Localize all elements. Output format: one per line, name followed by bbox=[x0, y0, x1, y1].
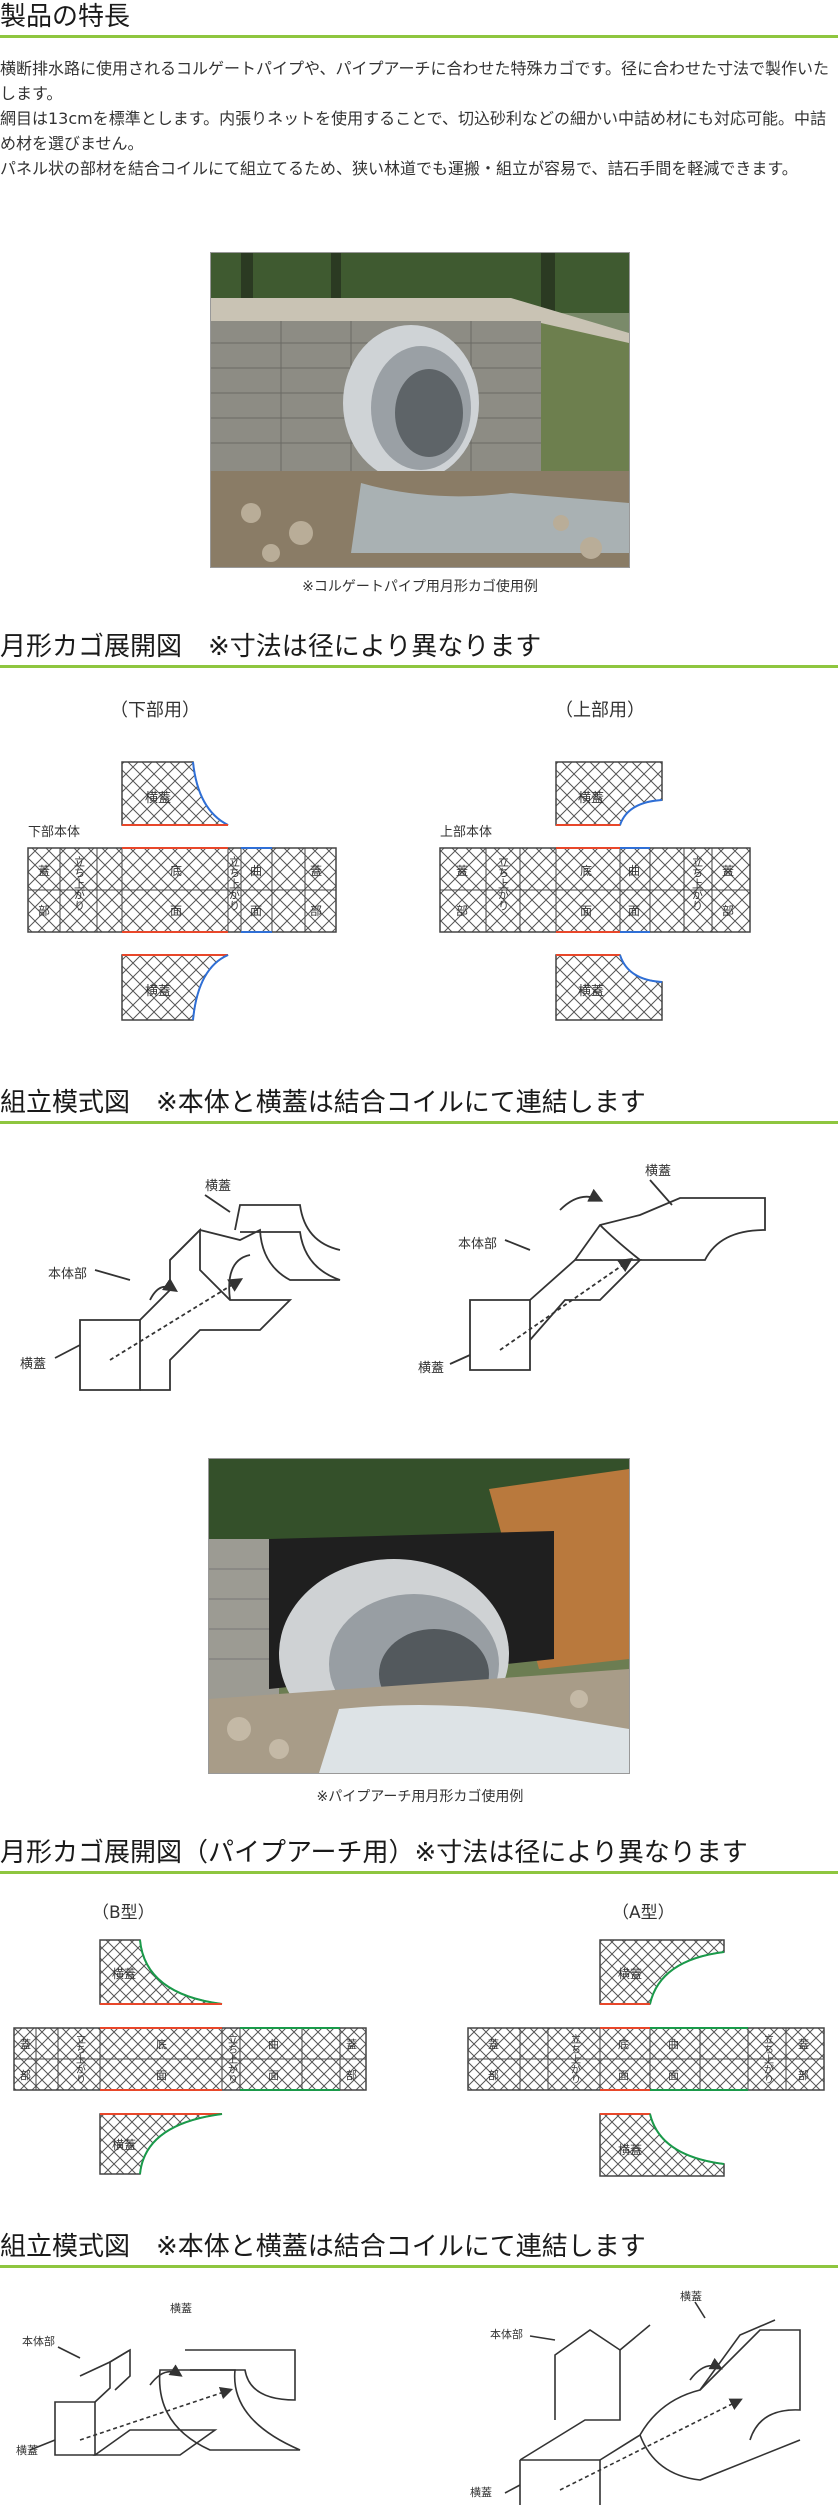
svg-text:曲: 曲 bbox=[268, 2038, 279, 2051]
svg-text:部: 部 bbox=[488, 2068, 499, 2082]
type-b-top-cover: 横蓋 bbox=[99, 1939, 223, 2005]
features-text: 横断排水路に使用されるコルゲートパイプや、パイプアーチに合わせた特殊カゴです。径… bbox=[0, 56, 830, 181]
section-heading-features: 製品の特長 bbox=[0, 2, 838, 38]
svg-text:横蓋: 横蓋 bbox=[145, 791, 171, 806]
svg-text:立ち上がり: 立ち上がり bbox=[691, 855, 704, 911]
features-paragraph-2: 網目は13cmを標準とします。内張りネットを使用することで、切込砂利などの細かい… bbox=[0, 109, 827, 153]
svg-text:蓋: 蓋 bbox=[488, 2038, 499, 2051]
type-a-top-cover: 横蓋 bbox=[599, 1939, 725, 2005]
svg-text:面: 面 bbox=[580, 904, 592, 918]
svg-text:面: 面 bbox=[628, 904, 640, 918]
svg-text:面: 面 bbox=[250, 904, 262, 918]
section-heading-arch-assembly: 組立模式図 ※本体と横蓋は結合コイルにて連結します bbox=[0, 2232, 838, 2268]
svg-text:底: 底 bbox=[156, 2037, 167, 2051]
features-paragraph-1: 横断排水路に使用されるコルゲートパイプや、パイプアーチに合わせた特殊カゴです。径… bbox=[0, 59, 829, 103]
pipe-arch-photo bbox=[208, 1458, 630, 1774]
svg-text:立ち上がり: 立ち上がり bbox=[497, 855, 510, 911]
section-heading-development: 月形カゴ展開図 ※寸法は径により異なります bbox=[0, 632, 838, 668]
arch-assembly-cover-label-2: 横蓋 bbox=[16, 2443, 38, 2457]
svg-text:立ち上がり: 立ち上がり bbox=[226, 2033, 238, 2084]
svg-text:蓋: 蓋 bbox=[38, 864, 50, 878]
lower-top-cover: 横蓋 bbox=[121, 761, 229, 826]
arch-assembly-cover-label-4: 横蓋 bbox=[470, 2485, 492, 2499]
upper-title: （上部用） bbox=[555, 700, 645, 721]
svg-text:蓋: 蓋 bbox=[310, 864, 322, 878]
type-b-title: （B型） bbox=[92, 1903, 155, 1923]
type-a-body-strip: 蓋 部 蓋 部 底 面 曲 面 立ち上がり 立ち上がり bbox=[467, 2027, 825, 2091]
pipe-arch-caption: ※パイプアーチ用月形カゴ使用例 bbox=[316, 1789, 524, 1805]
lower-body-label: 下部本体 bbox=[28, 825, 80, 840]
svg-text:部: 部 bbox=[20, 2068, 31, 2082]
svg-text:横蓋: 横蓋 bbox=[578, 791, 604, 806]
type-a-bottom-cover: 横蓋 bbox=[599, 2113, 725, 2177]
svg-text:蓋: 蓋 bbox=[20, 2038, 31, 2051]
upper-bottom-cover: 横蓋 bbox=[555, 954, 663, 1021]
assembly-cover-label-3: 横蓋 bbox=[645, 1164, 671, 1179]
upper-body-label: 上部本体 bbox=[440, 825, 492, 840]
assembly-diagram: 横蓋 本体部 横蓋 横蓋 本体部 横蓋 bbox=[0, 1150, 840, 1420]
svg-text:横蓋: 横蓋 bbox=[112, 1967, 136, 1981]
svg-text:横蓋: 横蓋 bbox=[578, 984, 604, 999]
svg-text:面: 面 bbox=[170, 904, 182, 918]
svg-text:曲: 曲 bbox=[250, 864, 262, 878]
svg-text:曲: 曲 bbox=[668, 2038, 679, 2051]
svg-text:面: 面 bbox=[268, 2069, 279, 2082]
section-heading-assembly: 組立模式図 ※本体と横蓋は結合コイルにて連結します bbox=[0, 1088, 838, 1124]
svg-text:立ち上がり: 立ち上がり bbox=[74, 2033, 86, 2084]
lower-bottom-cover: 横蓋 bbox=[121, 954, 229, 1021]
svg-text:横蓋: 横蓋 bbox=[112, 2138, 136, 2152]
type-b-bottom-cover: 横蓋 bbox=[99, 2113, 223, 2175]
svg-text:横蓋: 横蓋 bbox=[145, 984, 171, 999]
svg-text:部: 部 bbox=[310, 903, 322, 918]
section-heading-arch-development: 月形カゴ展開図（パイプアーチ用）※寸法は径により異なります bbox=[0, 1838, 838, 1874]
svg-text:底: 底 bbox=[618, 2037, 629, 2051]
svg-text:部: 部 bbox=[346, 2068, 357, 2082]
svg-text:曲: 曲 bbox=[628, 864, 640, 878]
upper-body-strip: 蓋 部 蓋 部 底 面 曲 面 立ち上がり 立ち上がり bbox=[439, 847, 751, 933]
svg-text:立ち上がり: 立ち上がり bbox=[762, 2033, 774, 2084]
type-a-title: （A型） bbox=[612, 1903, 675, 1923]
lower-body-strip: 蓋 部 蓋 部 底 面 曲 面 立ち上がり 立ち上がり bbox=[27, 847, 337, 933]
svg-text:面: 面 bbox=[618, 2069, 629, 2082]
svg-text:底: 底 bbox=[170, 863, 182, 878]
features-paragraph-3: パネル状の部材を結合コイルにて組立てるため、狭い林道でも運搬・組立が容易で、詰石… bbox=[0, 159, 798, 178]
arch-assembly-cover-label-3: 横蓋 bbox=[680, 2290, 702, 2303]
corrugated-pipe-photo bbox=[210, 252, 630, 568]
svg-text:部: 部 bbox=[722, 903, 734, 918]
svg-text:面: 面 bbox=[156, 2069, 167, 2082]
svg-text:部: 部 bbox=[38, 903, 50, 918]
assembly-body-label-2: 本体部 bbox=[458, 1237, 497, 1252]
svg-text:部: 部 bbox=[798, 2068, 809, 2082]
svg-text:蓋: 蓋 bbox=[798, 2038, 809, 2051]
svg-text:横蓋: 横蓋 bbox=[618, 2143, 642, 2157]
arch-assembly-diagram: 横蓋 本体部 横蓋 横蓋 本体部 横蓋 bbox=[0, 2290, 840, 2505]
assembly-cover-label-1: 横蓋 bbox=[205, 1179, 231, 1194]
svg-text:面: 面 bbox=[668, 2069, 679, 2082]
type-b-body-strip: 蓋 部 蓋 部 底 面 曲 面 立ち上がり 立ち上がり bbox=[13, 2027, 367, 2091]
svg-text:立ち上がり: 立ち上がり bbox=[569, 2033, 581, 2084]
lower-title: （下部用） bbox=[110, 700, 200, 721]
assembly-body-label-1: 本体部 bbox=[48, 1267, 87, 1282]
assembly-cover-label-4: 横蓋 bbox=[418, 1361, 444, 1376]
arch-assembly-cover-label-1: 横蓋 bbox=[170, 2301, 192, 2315]
upper-top-cover: 横蓋 bbox=[555, 761, 663, 826]
arch-assembly-body-label-2: 本体部 bbox=[490, 2327, 523, 2341]
svg-text:立ち上がり: 立ち上がり bbox=[73, 855, 86, 911]
svg-text:蓋: 蓋 bbox=[722, 864, 734, 878]
svg-text:底: 底 bbox=[580, 863, 592, 878]
svg-text:部: 部 bbox=[456, 903, 468, 918]
arch-assembly-body-label-1: 本体部 bbox=[22, 2334, 55, 2348]
svg-text:立ち上がり: 立ち上がり bbox=[228, 855, 241, 911]
development-diagram: （下部用） （上部用） 横蓋 下部本体 蓋 部 蓋 部 底 面 曲 面 立ち上が… bbox=[0, 690, 840, 1030]
arch-development-diagram: （B型） （A型） 横蓋 蓋 部 蓋 部 底 面 曲 面 立ち上がり 立ち上がり bbox=[0, 1894, 840, 2194]
svg-text:蓋: 蓋 bbox=[346, 2038, 357, 2051]
svg-text:横蓋: 横蓋 bbox=[618, 1967, 642, 1981]
assembly-cover-label-2: 横蓋 bbox=[20, 1357, 46, 1372]
corrugated-pipe-caption: ※コルゲートパイプ用月形カゴ使用例 bbox=[302, 579, 538, 595]
svg-text:蓋: 蓋 bbox=[456, 864, 468, 878]
